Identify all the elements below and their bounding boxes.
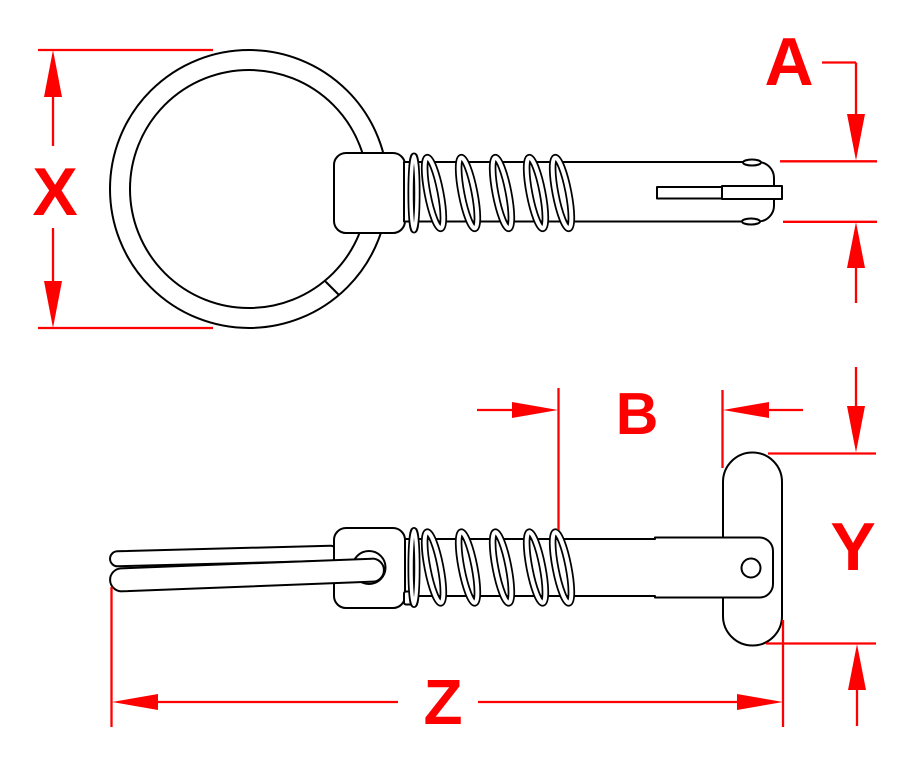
side-view-pin [109,451,783,647]
detent-bottom [741,217,761,226]
dimension-z: Z [110,587,785,738]
b-arrow-left [723,402,769,418]
dimension-x: X [32,48,213,330]
spring-coil [422,530,446,605]
dim-label-y: Y [830,509,875,585]
dim-label-z: Z [423,666,462,738]
tip-slot [656,186,724,200]
spring-side-view [407,527,576,608]
spring-coil [422,155,446,231]
spring-coil [524,155,548,231]
ring-split-line [325,281,339,295]
dim-label-x: X [32,154,77,230]
dimension-a: A [764,24,877,303]
z-arrow-left [112,694,158,710]
spring-coil [490,155,514,231]
ring-inner-circle [129,69,369,309]
dimension-y: Y [766,367,876,726]
spring-coil [524,530,548,605]
x-arrow-up [44,50,62,97]
a-arrow-up [847,222,865,268]
y-arrow-up [848,644,866,690]
z-arrow-right [737,694,783,710]
dimension-b: B [477,381,803,530]
spring-coil [490,530,514,605]
dim-label-a: A [764,24,813,100]
dimensions: X A B Y [32,24,877,738]
a-arrow-down [847,114,865,161]
ring-near-side-bar [109,557,385,593]
y-arrow-down [847,406,865,453]
collar-top-view [333,152,406,234]
spring-coil [550,530,574,605]
spring-coil [456,530,480,605]
top-view-ring-and-pin [109,49,783,329]
dim-label-b: B [616,381,659,447]
spring-coil [409,528,419,607]
shaft-end-hole [740,557,762,579]
x-arrow-down [44,281,62,328]
spring-coil [456,155,480,231]
detent-top [742,158,762,167]
spring-coil [409,154,419,232]
spring-top-view [407,152,576,234]
b-arrow-right [512,402,558,418]
tip-plunger [721,185,783,200]
spring-coil [550,155,574,231]
